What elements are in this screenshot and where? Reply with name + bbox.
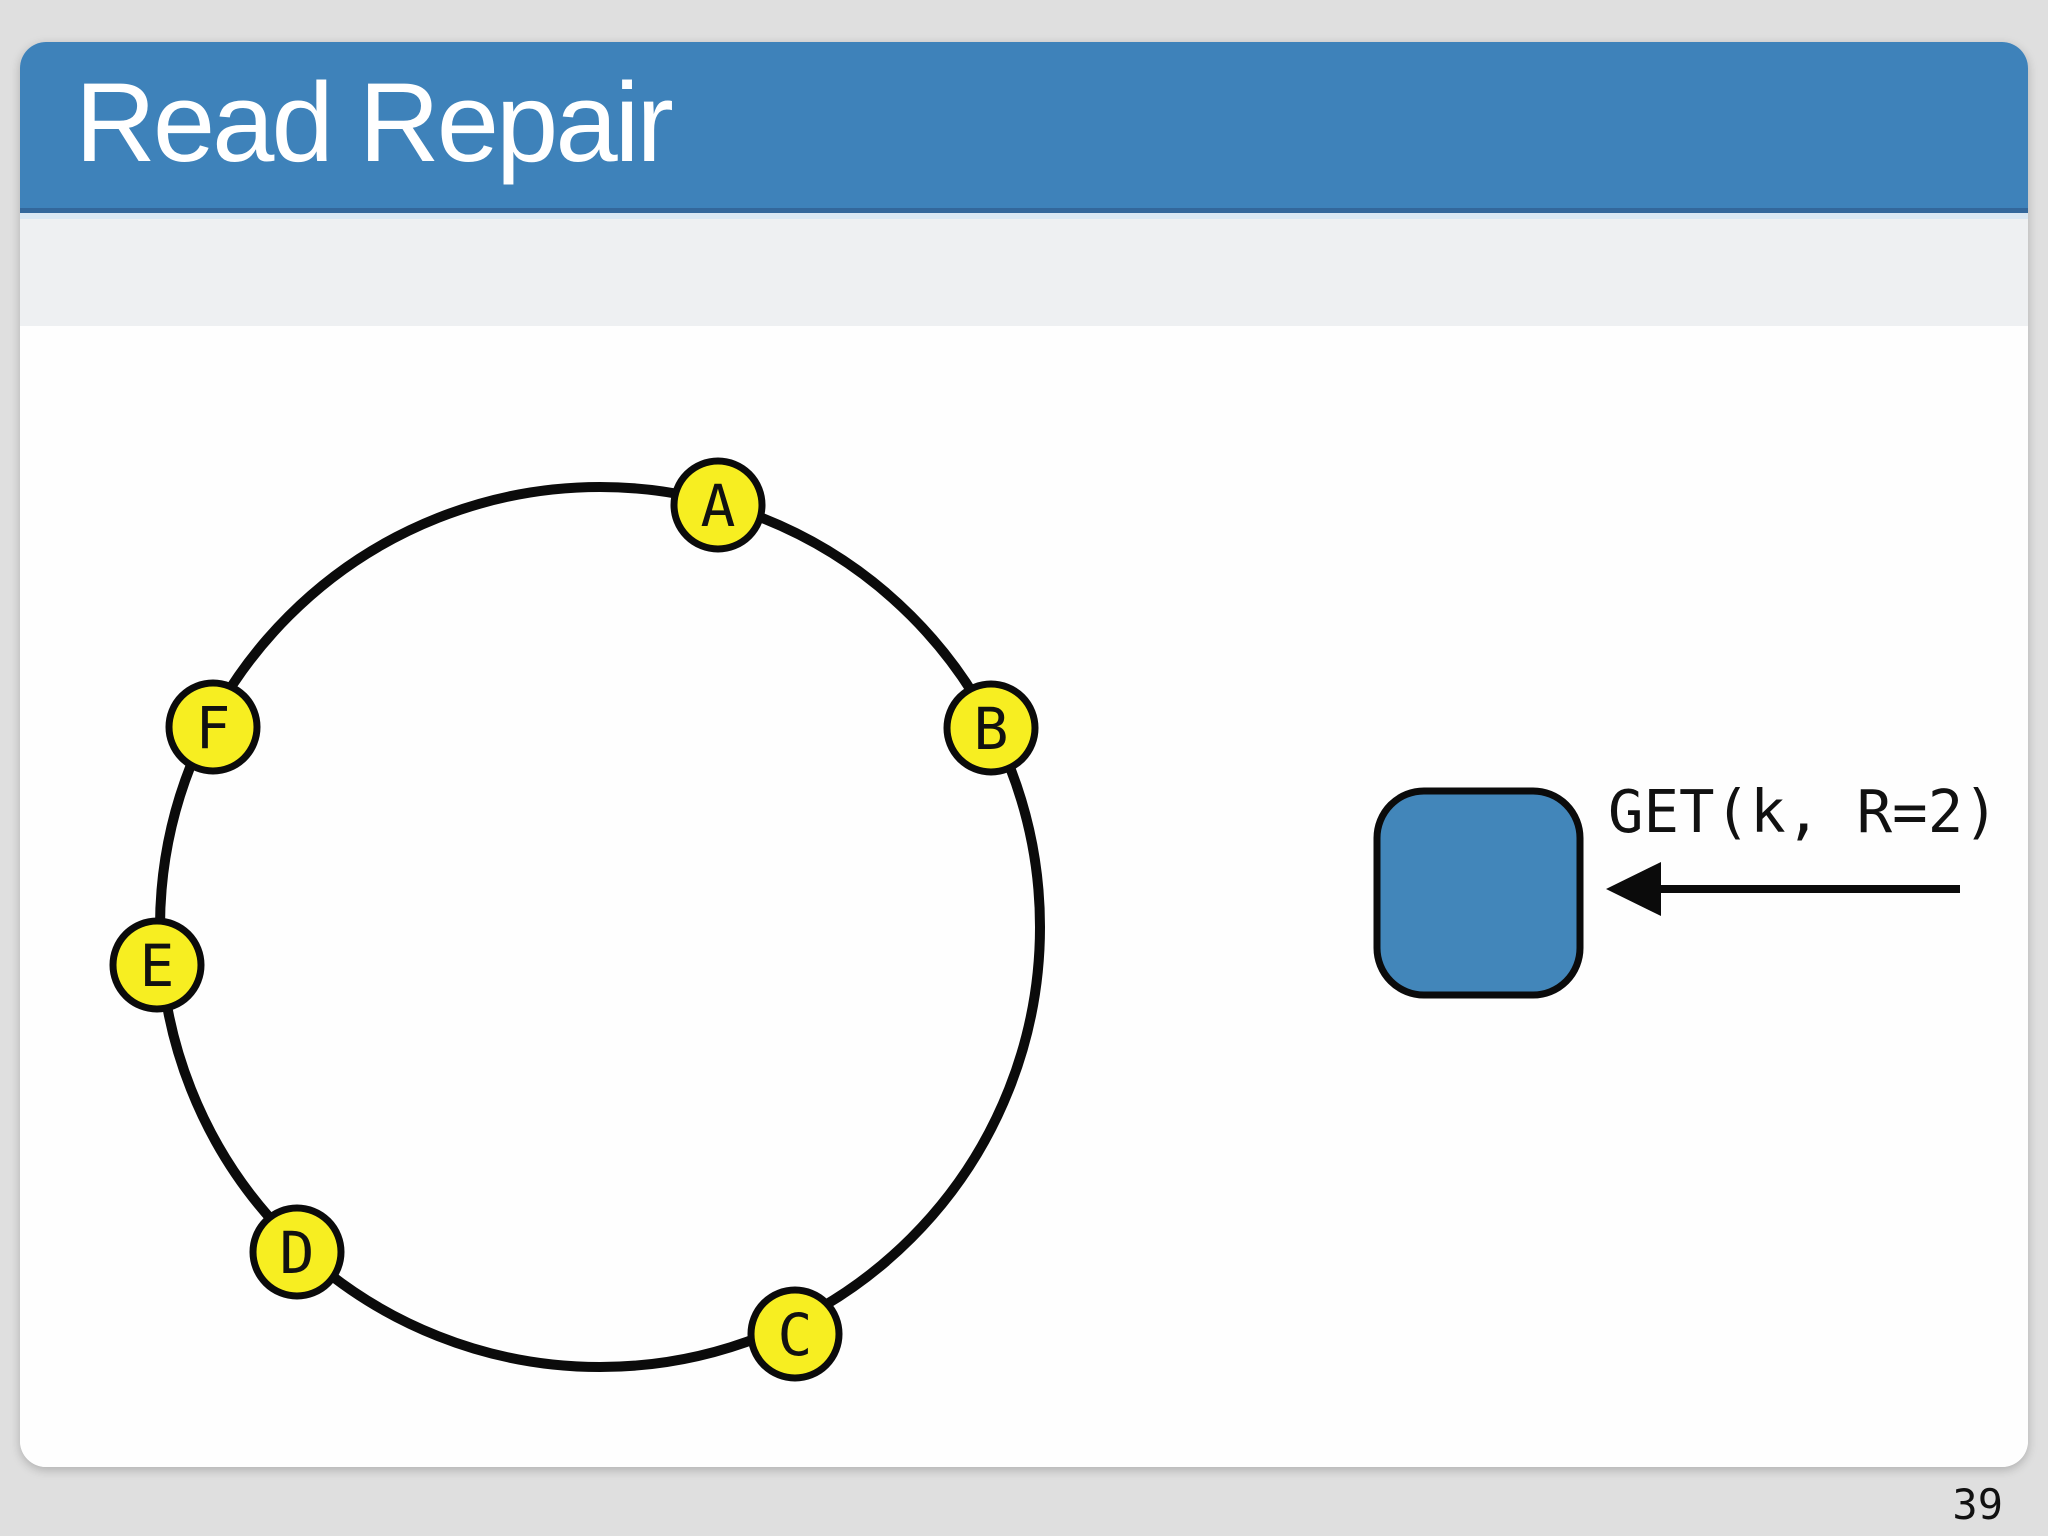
node-a-label: A xyxy=(701,472,736,540)
node-d-circle xyxy=(249,1204,345,1300)
client-node xyxy=(1373,787,1584,999)
ring-node-d: D xyxy=(249,1204,345,1300)
request-label: GET(k, R=2) xyxy=(1608,777,1999,846)
header-divider-strip xyxy=(20,213,2028,326)
ring-node-a: A xyxy=(670,457,766,553)
slide-title: Read Repair xyxy=(75,59,674,185)
node-a-circle xyxy=(670,457,766,553)
slide-container: Read Repair A B C xyxy=(20,42,2028,1467)
node-c-label: C xyxy=(778,1301,813,1369)
node-c-circle xyxy=(747,1286,843,1382)
slide-header: Read Repair xyxy=(20,42,2028,213)
node-e-label: E xyxy=(140,932,175,1000)
node-f-label: F xyxy=(196,694,231,762)
ring-node-c: C xyxy=(747,1286,843,1382)
request-arrow xyxy=(1606,862,1960,916)
node-d-label: D xyxy=(280,1219,315,1287)
node-e-circle xyxy=(109,917,205,1013)
page-number: 39 xyxy=(1952,1480,2003,1529)
node-f-circle xyxy=(165,679,261,775)
node-b-label: B xyxy=(974,695,1009,763)
ring-node-e: E xyxy=(109,917,205,1013)
request-arrow-head xyxy=(1606,862,1661,916)
node-b-circle xyxy=(943,680,1039,776)
ring-node-f: F xyxy=(165,679,261,775)
ring-node-b: B xyxy=(943,680,1039,776)
slide-body: A B C D E xyxy=(20,326,2028,1467)
ring-diagram: A B C D E xyxy=(109,457,1999,1382)
